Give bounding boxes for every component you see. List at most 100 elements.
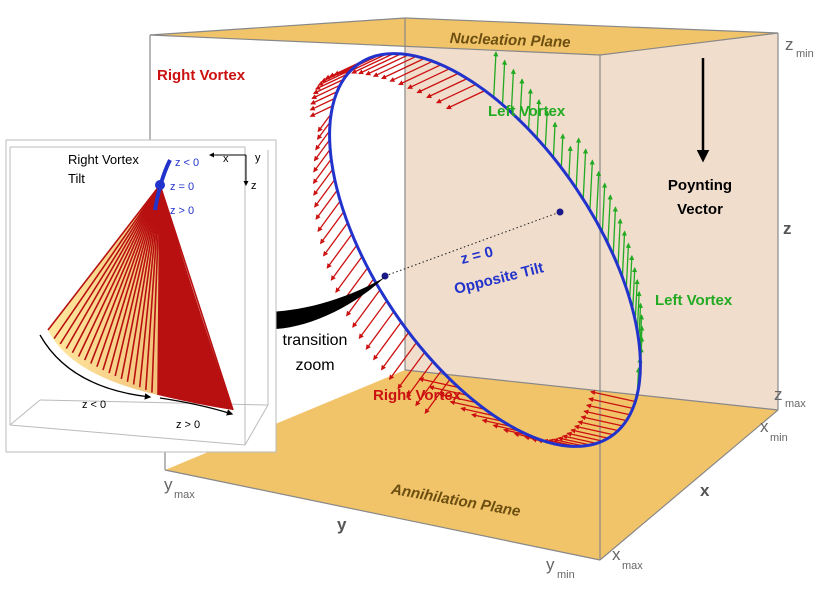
- right-vortex-arrow: [380, 332, 410, 371]
- inset-cone-arrow: [159, 184, 166, 397]
- left-vortex-arrow: [575, 137, 582, 189]
- svg-text:z: z: [774, 385, 783, 404]
- left-vortex-arrow: [607, 194, 613, 244]
- right-vortex-arrow: [589, 390, 636, 403]
- right-vortex-arrow: [317, 113, 332, 133]
- right-vortex-arrow: [389, 60, 433, 82]
- inset-cone-arrow: [159, 184, 209, 406]
- inset-cone-arrow: [47, 184, 161, 331]
- right-vortex-arrow: [326, 233, 353, 269]
- inset-axis-z: z: [251, 180, 257, 192]
- left-vortex-arrow: [527, 88, 533, 130]
- inset-axis-x: x: [223, 153, 229, 165]
- zmin-label: z min: [785, 35, 814, 60]
- right-vortex-arrow: [562, 434, 597, 445]
- inset-cone-arrow: [83, 184, 161, 361]
- svg-text:z: z: [785, 35, 794, 54]
- inset-cone-arrow: [71, 184, 161, 354]
- right-vortex-arrow: [388, 342, 418, 381]
- right-vortex-arrow: [365, 54, 409, 76]
- right-vortex-arrow: [566, 431, 603, 442]
- inset-title-line2: Tilt: [68, 171, 85, 186]
- right-vortex-arrow: [309, 105, 333, 117]
- right-vortex-arrow: [415, 370, 442, 407]
- axis-y-label: y: [337, 515, 347, 534]
- right-vortex-arrow: [335, 256, 363, 293]
- inset-cone-arrow: [159, 184, 222, 408]
- right-vortex-arrow: [312, 158, 332, 185]
- left-vortex-arrow: [629, 254, 635, 300]
- right-vortex-arrow: [322, 222, 349, 257]
- right-vortex-arrow: [406, 361, 434, 399]
- right-vortex-arrow: [583, 409, 627, 422]
- inset-title-line1: Right Vortex: [68, 152, 139, 167]
- axis-x-label: x: [700, 481, 710, 500]
- xmax-label: x max: [612, 545, 643, 572]
- inset-cone-arrow: [159, 184, 172, 398]
- right-vortex-arrow: [358, 300, 388, 340]
- inset-bottom-pos-label: z > 0: [176, 419, 200, 431]
- right-vortex-arrow: [426, 78, 468, 98]
- inset-axis-y: y: [255, 152, 261, 164]
- left-vortex-arrow: [510, 68, 516, 113]
- inset-cone-arrow: [114, 184, 161, 377]
- ymax-label: y max: [164, 475, 195, 501]
- right-vortex-arrow: [372, 55, 417, 77]
- right-vortex-arrow: [460, 406, 495, 417]
- right-vortex-arrow: [449, 400, 486, 411]
- vortex-loop: [328, 52, 642, 448]
- left-vortex-arrow: [621, 230, 627, 278]
- center-dotted-line: [384, 211, 561, 277]
- inset-z0-point: [155, 180, 165, 190]
- left-vortex-arrow: [582, 148, 589, 200]
- left-vortex-arrow: [501, 59, 508, 105]
- zmax-label: z max: [774, 385, 806, 410]
- inset-arc-pos: [159, 397, 234, 416]
- left-vortex-arrow: [634, 278, 640, 321]
- right-vortex-arrow: [445, 90, 486, 110]
- right-vortex-arrow: [418, 377, 459, 389]
- inset-cone-arrow: [132, 184, 161, 385]
- inset-cone-arrow: [138, 184, 161, 388]
- left-vortex-arrow: [601, 182, 608, 233]
- inset-cone-arrow: [159, 184, 203, 404]
- left-vortex-label-right: Left Vortex: [655, 292, 733, 309]
- right-vortex-arrow: [316, 121, 331, 140]
- right-vortex-arrow: [398, 64, 442, 86]
- left-vortex-arrow: [536, 99, 542, 139]
- xmin-label: x min: [760, 417, 788, 444]
- right-vortex-arrow: [470, 412, 504, 423]
- inset-axes-triad: [209, 152, 249, 186]
- svg-text:min: min: [796, 48, 814, 60]
- right-vortex-arrow: [365, 311, 395, 350]
- right-vortex-arrow: [358, 53, 402, 75]
- left-vortex-arrow: [612, 206, 618, 255]
- axis-z-label: z: [783, 219, 792, 238]
- left-vortex-arrow: [631, 266, 638, 310]
- inset-bottom-neg-label: z < 0: [82, 399, 106, 411]
- inset-z-pos-label: z > 0: [170, 205, 194, 217]
- right-vortex-arrow: [313, 148, 331, 173]
- left-vortex-arrow: [625, 242, 631, 289]
- right-vortex-arrow: [346, 278, 375, 317]
- inset-cone-arrow: [96, 184, 161, 368]
- right-vortex-arrow: [397, 351, 426, 390]
- right-vortex-arrow: [314, 73, 348, 90]
- right-vortex-arrow: [313, 168, 334, 196]
- annihilation-plane: [165, 370, 778, 560]
- right-vortex-arrow: [310, 91, 338, 105]
- right-vortex-arrow: [407, 68, 450, 89]
- right-vortex-arrow: [588, 397, 633, 410]
- right-vortex-arrow: [585, 403, 631, 416]
- poynting-label-1: Poynting: [668, 177, 732, 194]
- left-vortex-label-top: Left Vortex: [488, 103, 566, 120]
- left-vortex-arrow: [567, 145, 573, 178]
- right-vortex-arrow: [313, 139, 331, 162]
- box-edges: [149, 17, 779, 561]
- inset-cone-arrow: [159, 184, 216, 407]
- left-vortex-arrow: [519, 78, 525, 121]
- inset-cone-arrow: [90, 184, 161, 364]
- nucleation-plane-label: Nucleation Plane: [449, 30, 570, 51]
- inset-cone-arrow: [159, 184, 184, 401]
